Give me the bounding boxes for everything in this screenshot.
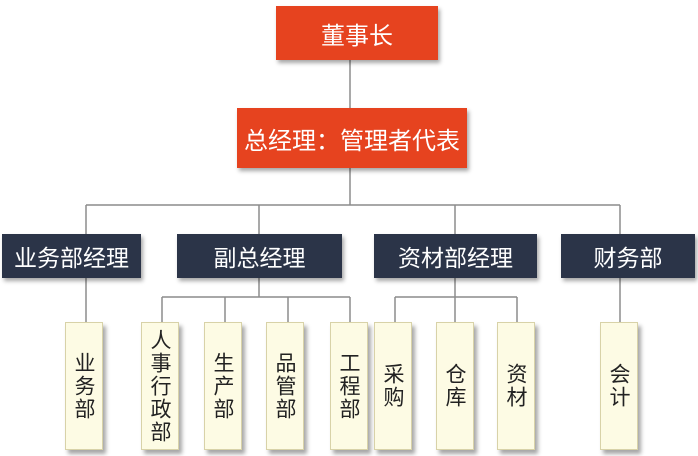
general-manager-box: 总经理：管理者代表 bbox=[237, 108, 467, 168]
materials-manager-box: 资材部经理 bbox=[374, 234, 537, 278]
dept-quality: 品管部 bbox=[266, 322, 304, 450]
deputy-gm-box: 副总经理 bbox=[177, 234, 342, 278]
dept-accounting: 会计 bbox=[600, 322, 638, 450]
finance-box: 财务部 bbox=[561, 234, 695, 278]
sales-manager-box: 业务部经理 bbox=[2, 234, 141, 278]
dept-engineering: 工程部 bbox=[330, 322, 368, 450]
dept-production: 生产部 bbox=[204, 322, 242, 450]
dept-sales: 业务部 bbox=[65, 322, 103, 450]
chairman-box: 董事长 bbox=[276, 6, 438, 60]
dept-hr-admin: 人事行政部 bbox=[141, 322, 179, 450]
dept-materials: 资材 bbox=[497, 322, 535, 450]
dept-purchasing: 采购 bbox=[374, 322, 412, 450]
dept-warehouse: 仓库 bbox=[436, 322, 474, 450]
